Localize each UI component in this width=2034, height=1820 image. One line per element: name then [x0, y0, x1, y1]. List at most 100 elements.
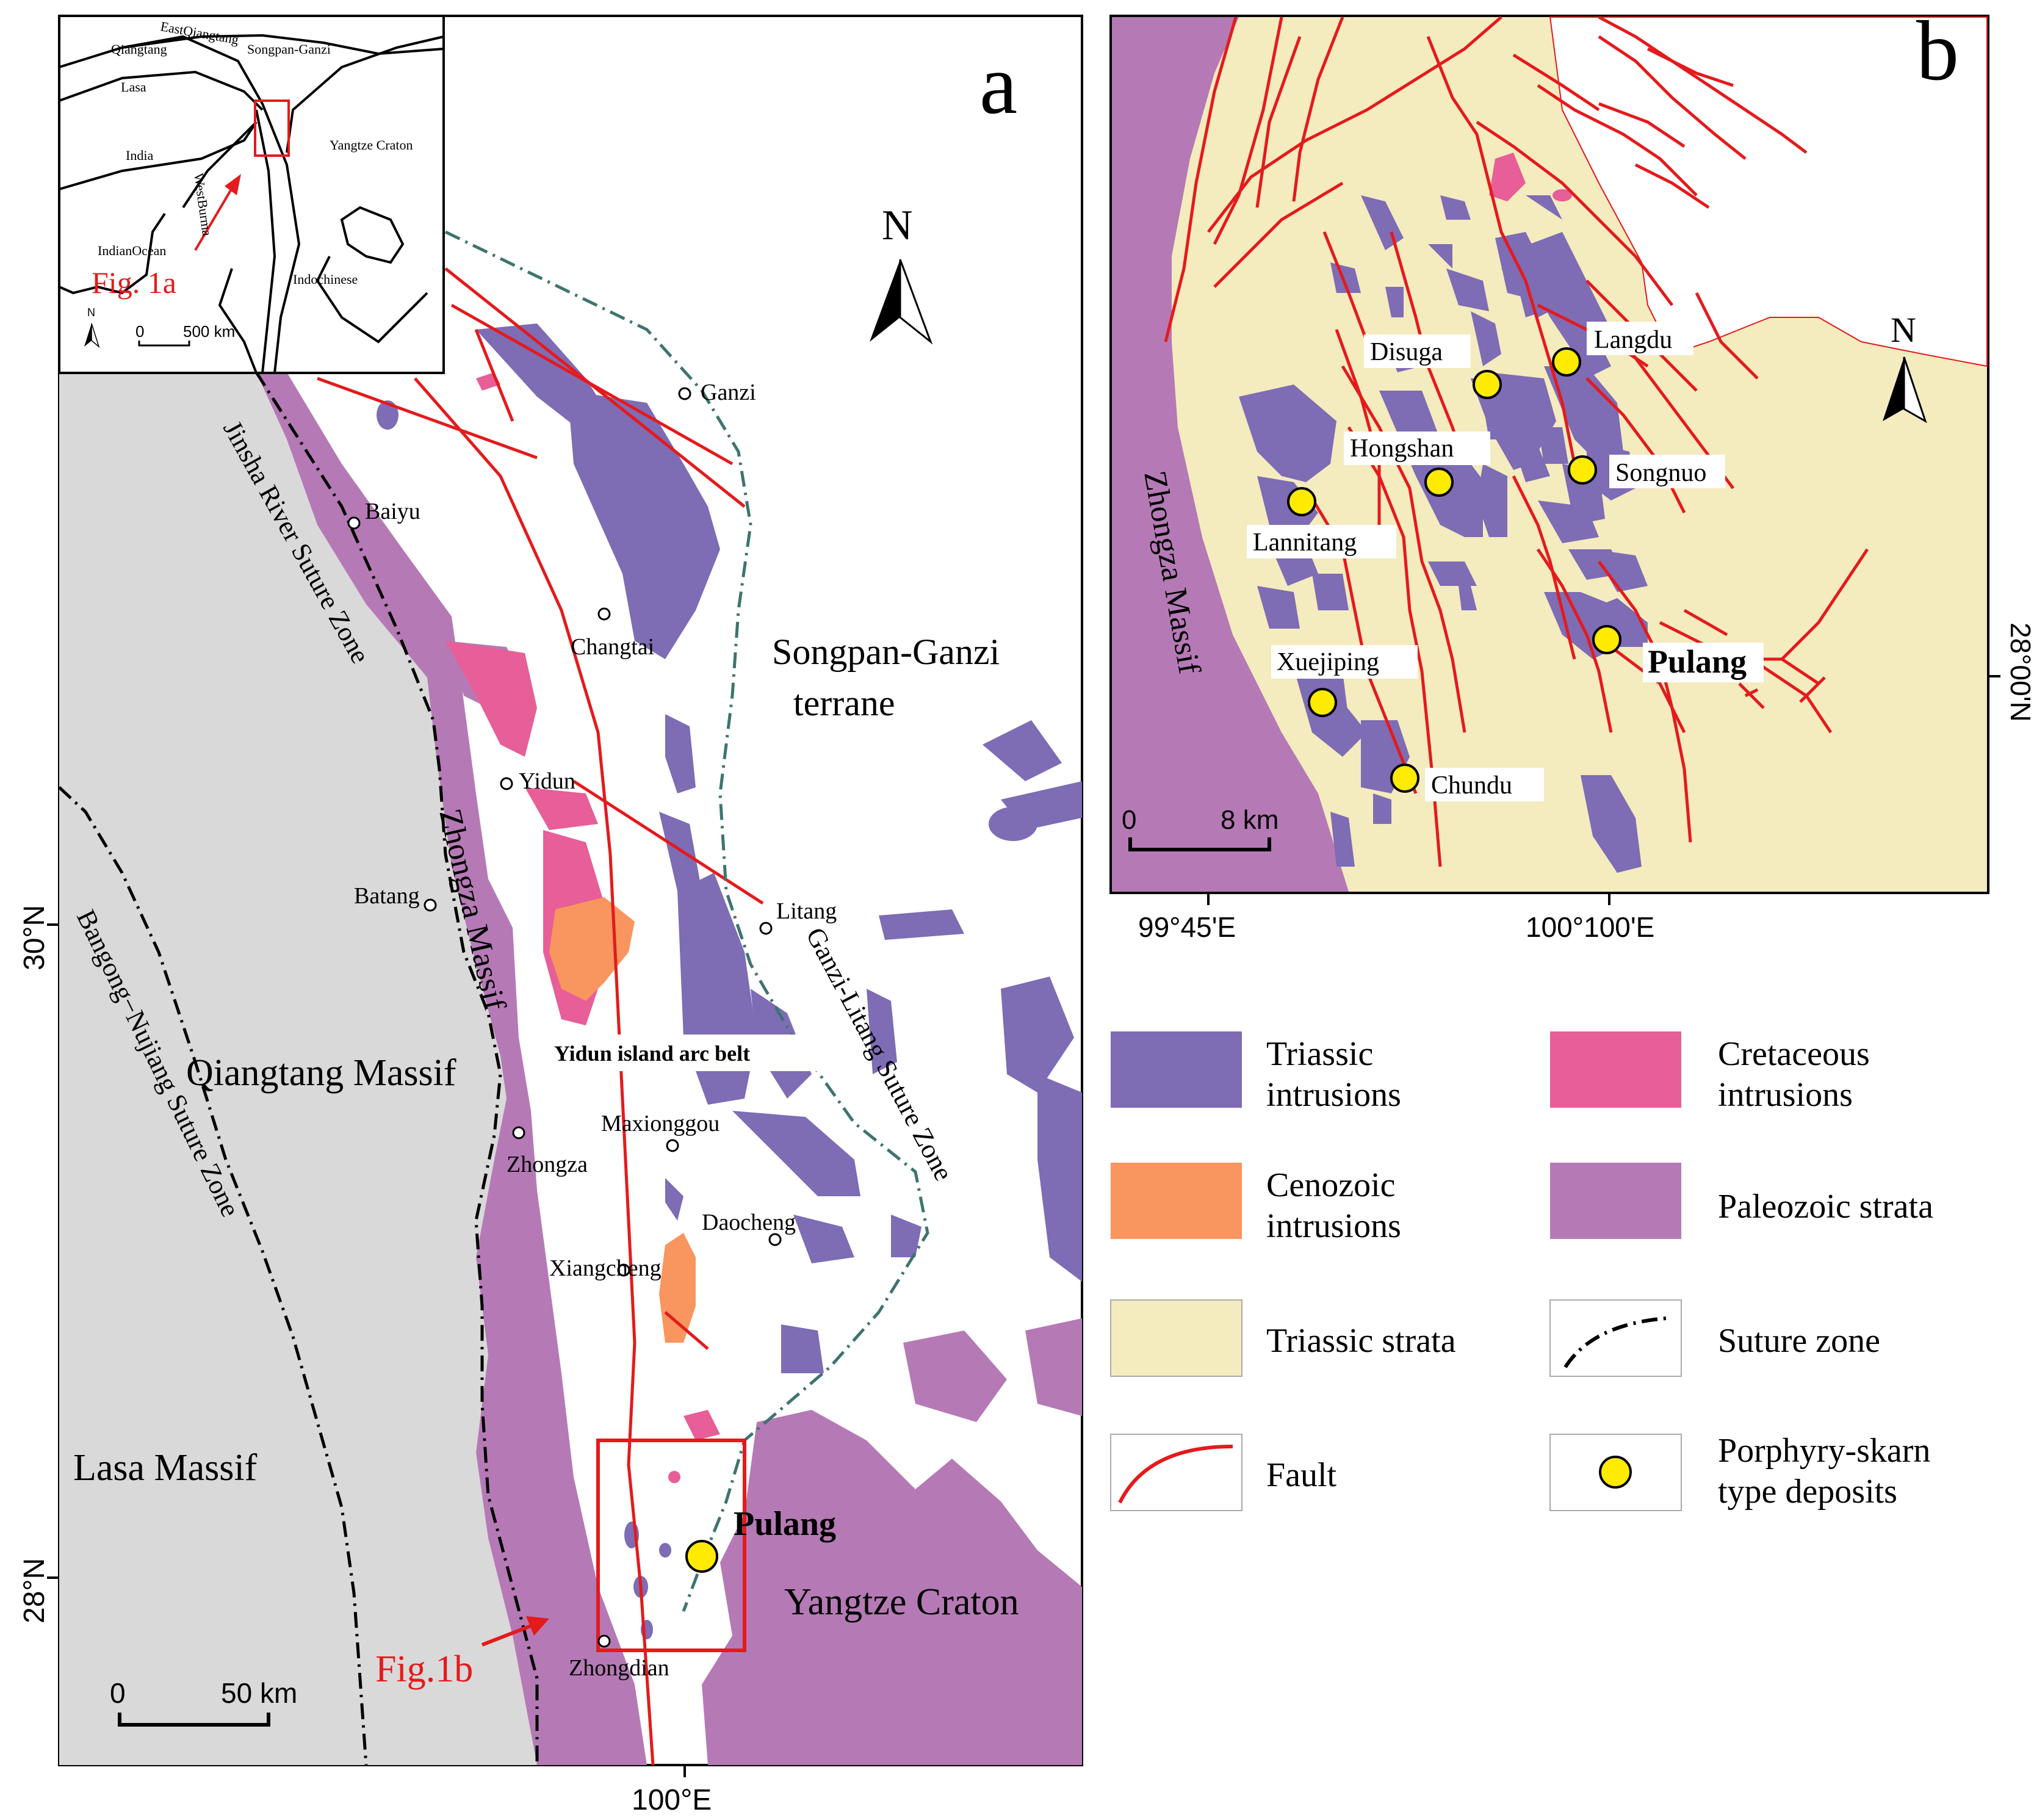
deposit-songnuo: [1568, 455, 1597, 485]
panel-b-white-area: [1549, 16, 1988, 367]
legend-suture-symbol: [1563, 1316, 1667, 1368]
axis-lon-left-b: 99°45'E: [1138, 911, 1236, 943]
inset-label-indochinese: Indochinese: [293, 272, 358, 287]
town-changtai: [597, 607, 611, 621]
yidun-label-bg: [546, 1035, 821, 1071]
label-songpan-2: terrane: [793, 683, 895, 723]
town-maxionggou: [666, 1139, 679, 1152]
panel-b: Langdu Disuga Hongshan Songnuo Lannitang…: [1109, 4, 2034, 943]
axis-a: [47, 923, 686, 1777]
paleozoic-east-lobe-2: [1025, 1318, 1082, 1416]
label-chundu: Chundu: [1431, 771, 1512, 800]
inset-label-yangtze: Yangtze Craton: [330, 137, 413, 153]
label-yangtze: Yangtze Craton: [784, 1581, 1019, 1623]
town-batang: [424, 898, 437, 912]
town-labels-a: Ganzi Baiyu Changtai Yidun Batang Litang…: [354, 380, 837, 1681]
deposit-labels-b: Langdu Disuga Hongshan Songnuo Lannitang…: [1247, 322, 1764, 801]
label-batang: Batang: [354, 883, 420, 909]
paleozoic-east-lobe: [903, 1331, 1007, 1422]
cretaceous-intrusions-b: [1489, 153, 1572, 201]
paleozoic-west-lobe-2: [500, 1453, 586, 1587]
deposit-lannitang: [1287, 487, 1316, 516]
inset-scale-zero: 0: [135, 322, 144, 341]
inset-label-lasa: Lasa: [121, 79, 146, 95]
north-arrow-a: N: [870, 202, 933, 345]
fig1b-box: [596, 1439, 746, 1652]
label-changtai: Changtai: [571, 634, 654, 660]
inset-north: N: [87, 306, 95, 319]
label-xuejiping: Xuejiping: [1277, 648, 1379, 676]
inset-map: EastQiangtang Qiangtang Songpan-Ganzi La…: [58, 15, 445, 374]
legend-cretaceous-1: Cretaceous: [1718, 1035, 1870, 1073]
deposit-disuga: [1473, 370, 1502, 399]
label-songnuo: Songnuo: [1615, 459, 1706, 487]
legend-cenozoic-2: intrusions: [1266, 1207, 1401, 1245]
inset-scale-dist: 500 km: [183, 322, 235, 341]
label-xiangcheng: Xiangcheng: [549, 1255, 662, 1281]
legend: Triassic intrusions Cretaceous intrusion…: [1110, 1031, 1933, 1511]
scale-bar-a: 0 50 km: [110, 1677, 297, 1727]
label-lannitang: Lannitang: [1253, 529, 1357, 557]
town-daocheng: [768, 1233, 782, 1246]
legend-deposit-symbol: [1599, 1456, 1632, 1489]
north-label-a: N: [882, 202, 913, 249]
north-label-b: N: [1891, 310, 1916, 350]
inset-label-india: India: [126, 148, 153, 163]
town-ganzi: [678, 387, 691, 400]
inset-label-qiangtang: Qiangtang: [111, 42, 167, 57]
town-xiangcheng: [617, 1263, 630, 1277]
label-songpan: Songpan-Ganzi: [772, 632, 1000, 672]
axis-lat28: 28°N: [18, 1558, 51, 1623]
label-yidun-belt: Yidun island arc belt: [554, 1041, 750, 1066]
legend-swatch-cenozoic: [1111, 1163, 1242, 1239]
panel-a: Ganzi Baiyu Changtai Yidun Batang Litang…: [18, 15, 1083, 1816]
pulang-deposit-a: [685, 1540, 718, 1573]
legend-triassic-1: Triassic: [1266, 1035, 1373, 1073]
deposit-hongshan: [1424, 468, 1454, 497]
panel-b-letter: b: [1916, 4, 1959, 98]
axis-lat-b: 28°00'N: [2005, 623, 2034, 722]
legend-cenozoic-1: Cenozoic: [1266, 1166, 1395, 1204]
legend-swatch-triassic-strata: [1110, 1299, 1242, 1377]
label-pulang-a: Pulang: [734, 1505, 836, 1543]
panel-b-paleozoic: [1112, 17, 1349, 892]
label-zhongdian: Zhongdian: [569, 1655, 669, 1681]
legend-triassic-strata: Triassic strata: [1266, 1322, 1456, 1360]
label-langdu: Langdu: [1594, 326, 1672, 354]
label-hongshan: Hongshan: [1350, 435, 1454, 463]
label-yidun: Yidun: [519, 768, 575, 794]
axis-lon100: 100°E: [632, 1784, 712, 1816]
towns-a: [347, 387, 782, 1648]
label-daocheng: Daocheng: [702, 1210, 796, 1235]
scale-a-dist: 50 km: [221, 1677, 297, 1709]
label-qiangtang: Qiangtang Massif: [186, 1052, 456, 1094]
label-maxionggou: Maxionggou: [601, 1111, 719, 1136]
label-lasa: Lasa Massif: [73, 1447, 258, 1489]
inset-frame: [58, 15, 445, 374]
qiangtang-lasa-region: [59, 372, 537, 1765]
deposit-langdu: [1552, 347, 1581, 377]
scale-b-dist: 8 km: [1221, 805, 1278, 835]
label-disuga: Disuga: [1370, 338, 1443, 366]
label-litang: Litang: [776, 898, 837, 924]
legend-deposit-1: Porphyry-skarn: [1718, 1432, 1930, 1470]
scale-b-zero: 0: [1122, 805, 1136, 835]
legend-swatch-triassic: [1111, 1031, 1242, 1108]
paleozoic-yangtze: [702, 1410, 1082, 1765]
panel-b-white-area-2: [1855, 610, 1987, 892]
legend-fault-symbol: [1118, 1445, 1233, 1504]
inset-label-songpan: Songpan-Ganzi: [247, 42, 331, 57]
deposit-pulang: [1592, 625, 1621, 654]
label-zhongza: Zhongza: [507, 1152, 588, 1177]
label-baiyu: Baiyu: [365, 499, 420, 524]
legend-triassic-2: intrusions: [1266, 1076, 1401, 1114]
scale-a-zero: 0: [110, 1677, 126, 1709]
legend-swatch-paleozoic: [1550, 1163, 1681, 1239]
fig1b-pointer: Fig.1b: [375, 1616, 549, 1690]
town-litang: [759, 922, 773, 935]
axis-lon-right-b: 100°100'E: [1526, 911, 1654, 943]
label-fig1b: Fig.1b: [375, 1648, 473, 1690]
town-yidun: [500, 777, 513, 790]
legend-swatch-cretaceous: [1550, 1031, 1681, 1108]
